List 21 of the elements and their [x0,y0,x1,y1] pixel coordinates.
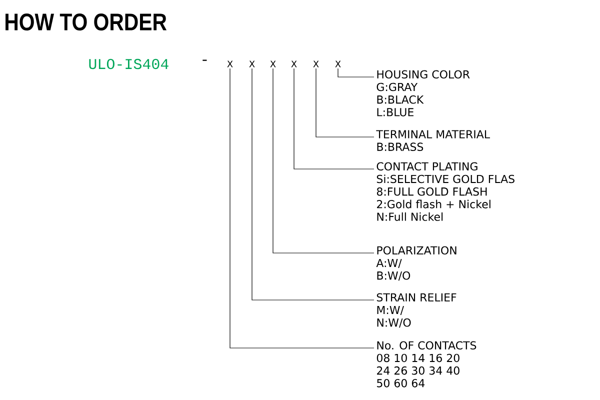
code-position-mark: X [270,60,276,68]
option-list: POLARIZATION A:W/ B:W/O [376,246,456,281]
code-position-mark: X [313,60,319,68]
part-number: ULO-IS404 [89,58,168,70]
code-position-mark: X [335,60,341,68]
leader-line [272,68,374,254]
leader-line [230,68,374,348]
title: HOW TO ORDER [6,14,167,30]
code-position-mark: X [249,60,255,68]
leader-line [252,68,374,300]
option-list: TERMINAL MATERIAL B:BRASS [376,130,490,151]
leader-line [294,68,374,170]
separator-dash: - [202,60,207,61]
option-list: No. OF CONTACTS 08 10 14 16 20 24 26 30 34 40 50 60 64 [376,341,476,388]
leader-line [338,68,374,78]
option-list: STRAIN RELIEF M:W/ N:W/O [376,293,456,328]
code-position-mark: X [291,60,297,68]
option-list: CONTACT PLATING Si:SELECTIVE GOLD FLAS 8:FULL GOLD FLASH 2:Gold flash + Nickel N:Full Nickel [376,162,514,221]
leader-line [316,68,374,138]
option-list: HOUSING COLOR G:GRAY B:BLACK L:BLUE [376,70,470,116]
code-position-mark: X [227,60,233,68]
